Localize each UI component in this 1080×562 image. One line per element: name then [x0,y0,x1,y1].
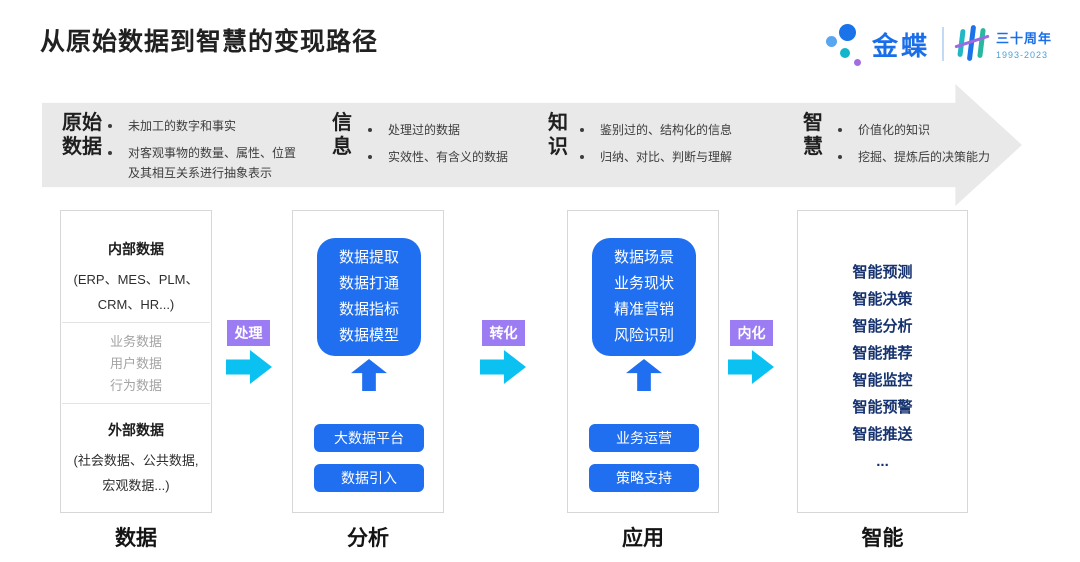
bullet-dot-icon [580,128,584,132]
internal-data-subtitle: (ERP、MES、PLM、CRM、HR...) [73,272,199,312]
footer-label-application: 应用 [622,527,664,550]
page-title: 从原始数据到智慧的变现路径 [40,28,379,56]
application-panel: 数据场景 业务现状 精准营销 风险识别 [592,238,696,356]
external-data-subtitle: (社会数据、公共数据, 宏观数据...) [73,453,199,493]
strategy-support-box: 策略支持 [589,464,699,492]
data-type-item: 用户数据 [109,356,162,371]
section-divider [62,322,210,323]
bullet-item: 归纳、对比、判断与理解 [580,147,800,167]
connector-label-internalize: 内化 [730,320,773,346]
up-arrow-icon [626,359,662,391]
data-type-item: 业务数据 [109,334,162,349]
data-type-item: 行为数据 [109,378,162,393]
footer-label-intelligence: 智能 [861,527,904,550]
bullet-dot-icon [580,155,584,159]
thirty-anniversary-icon [954,24,990,64]
column-intelligence: 智能预测 智能决策 智能分析 智能推荐 智能监控 智能预警 智能推送 ... [797,210,968,513]
stage-label-knowledge: 知 识 [548,112,568,158]
brand-name: 金蝶 [871,30,930,61]
bullet-item: 处理过的数据 [368,120,568,140]
intelligence-item: 智能预警 [852,399,913,416]
bullet-dot-icon [108,151,112,155]
logo-divider [941,27,944,61]
middle-data-section: 业务数据 用户数据 行为数据 [61,323,211,403]
up-arrow-icon [351,359,387,391]
bullet-item: 未加工的数字和事实 [108,116,316,136]
bullet-item: 鉴别过的、结构化的信息 [580,120,800,140]
footer-label-analysis: 分析 [347,527,389,550]
anniversary-text: 三十周年 1993-2023 [996,28,1052,60]
bullet-item: 实效性、有含义的数据 [368,147,568,167]
column-data: 内部数据 (ERP、MES、PLM、CRM、HR...) 业务数据 用户数据 行… [60,210,212,513]
analysis-panel: 数据提取 数据打通 数据指标 数据模型 [317,238,421,356]
anniversary-label: 三十周年 [995,31,1052,46]
right-arrow-icon [480,350,526,384]
right-arrow-icon [226,350,272,384]
data-import-box: 数据引入 [314,464,424,492]
stage-bullets-wisdom: 价值化的知识 挖掘、提炼后的决策能力 [838,120,1018,174]
dot-blue [838,24,856,41]
bullet-dot-icon [838,155,842,159]
intelligence-item-more: ... [876,453,889,470]
stage-bullets-raw-data: 未加工的数字和事实 对客观事物的数量、属性、位置及其相互关系进行抽象表示 [108,116,316,190]
bullet-dot-icon [108,124,112,128]
stage-bullets-information: 处理过的数据 实效性、有含义的数据 [368,120,568,174]
internal-data-section: 内部数据 (ERP、MES、PLM、CRM、HR...) [61,211,211,322]
bullet-item: 对客观事物的数量、属性、位置及其相互关系进行抽象表示 [108,143,316,183]
dot-lightblue [825,36,837,47]
right-arrow-icon [728,350,774,384]
butterfly-dots-icon [825,21,866,67]
intelligence-item: 智能推送 [852,426,913,443]
business-operation-box: 业务运营 [589,424,699,452]
connector-label-process: 处理 [227,320,270,346]
anniversary-years: 1993-2023 [995,50,1049,60]
column-application: 数据场景 业务现状 精准营销 风险识别 业务运营 策略支持 [567,210,719,513]
process-arrow-banner: 原始 数据 未加工的数字和事实 对客观事物的数量、属性、位置及其相互关系进行抽象… [42,84,1022,206]
external-data-section: 外部数据 (社会数据、公共数据, 宏观数据...) [61,404,211,512]
stage-bullets-knowledge: 鉴别过的、结构化的信息 归纳、对比、判断与理解 [580,120,800,174]
intelligence-item: 智能分析 [852,318,913,335]
stage-label-raw-data: 原始 数据 [62,112,102,158]
bullet-item: 挖掘、提炼后的决策能力 [838,147,1018,167]
intelligence-item: 智能推荐 [852,345,913,362]
kingdee-logo: 金蝶 三十周年 1993-2023 [825,18,1052,70]
stage-label-wisdom: 智 慧 [803,112,823,158]
footer-label-data: 数据 [115,527,157,550]
stage-label-information: 信 息 [332,112,352,158]
bullet-dot-icon [368,155,372,159]
connector-label-transform: 转化 [482,320,525,346]
big-data-platform-box: 大数据平台 [314,424,424,452]
section-divider [62,403,210,404]
bullet-item: 价值化的知识 [838,120,1018,140]
external-data-title: 外部数据 [108,422,164,438]
column-analysis: 数据提取 数据打通 数据指标 数据模型 大数据平台 数据引入 [292,210,444,513]
dot-teal [839,48,850,58]
bullet-dot-icon [838,128,842,132]
intelligence-item: 智能预测 [852,264,913,281]
intelligence-item: 智能决策 [852,291,913,308]
bullet-dot-icon [368,128,372,132]
internal-data-title: 内部数据 [108,241,164,257]
intelligence-item: 智能监控 [852,372,913,389]
dot-purple [853,59,861,66]
